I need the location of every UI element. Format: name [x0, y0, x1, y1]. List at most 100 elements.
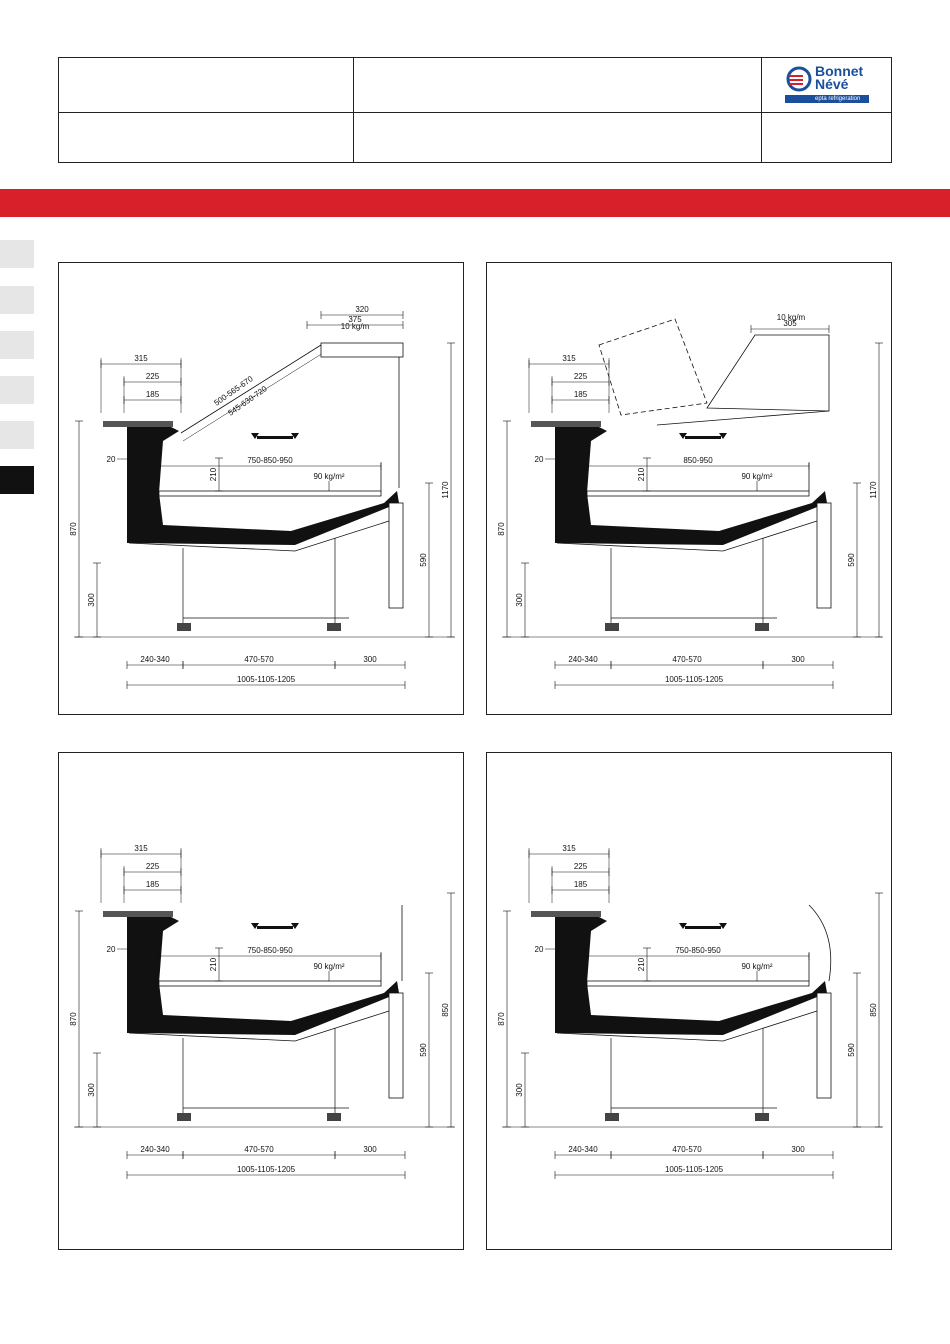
logo-text-line2: Névé: [815, 76, 849, 92]
top-305-label: 305: [783, 319, 797, 328]
open-glass-dashed: [598, 318, 708, 416]
offset-20-label: 20: [107, 945, 116, 954]
display-shelf: [158, 980, 382, 987]
front-counter: [103, 421, 173, 427]
base-outline: [556, 1010, 818, 1042]
base-470-570-label: 470-570: [244, 655, 274, 664]
width-185-label: 185: [146, 390, 160, 399]
header-table: [58, 57, 892, 163]
height-210-label: 210: [209, 957, 218, 971]
logo-tagline-bar: [785, 95, 869, 103]
width-185-label: 185: [574, 390, 588, 399]
height-total-label: 1170: [869, 481, 878, 499]
width-315-label: 315: [562, 354, 576, 363]
height-300-label: 300: [515, 593, 524, 607]
foot: [755, 623, 769, 631]
depth-label: 850-950: [683, 456, 713, 465]
foot: [327, 1113, 341, 1121]
base-outline: [128, 520, 390, 552]
height-total-label: 1170: [441, 481, 450, 499]
display-shelf: [158, 490, 382, 497]
height-300-label: 300: [87, 1083, 96, 1097]
width-225-label: 225: [146, 372, 160, 381]
width-185-label: 185: [146, 880, 160, 889]
shelf-load-label: 90 kg/m²: [313, 472, 344, 481]
base-470-570-label: 470-570: [244, 1145, 274, 1154]
base-300-label: 300: [791, 655, 805, 664]
foot: [327, 623, 341, 631]
height-590-label: 590: [847, 1043, 856, 1057]
total-width-label: 1005-1105-1205: [665, 675, 724, 684]
cabinet-tub: [127, 421, 399, 545]
width-225-label: 225: [574, 372, 588, 381]
lamp-bar: [257, 436, 293, 439]
foot: [605, 623, 619, 631]
side-tab-1[interactable]: [0, 240, 34, 268]
height-870-label: 870: [69, 1012, 78, 1026]
foot: [177, 1113, 191, 1121]
width-225-label: 225: [574, 862, 588, 871]
side-tab-3[interactable]: [0, 331, 34, 359]
display-shelf: [586, 980, 810, 987]
header-divider: [59, 112, 891, 113]
height-590-label: 590: [419, 553, 428, 567]
display-shelf: [586, 490, 810, 497]
total-width-label: 1005-1105-1205: [665, 1165, 724, 1174]
top-load-label: 10 kg/m: [777, 313, 806, 322]
logo-tagline: epta refrigeration: [815, 96, 861, 102]
base-300-label: 300: [363, 655, 377, 664]
height-210-label: 210: [637, 957, 646, 971]
top-shelf: [320, 342, 404, 358]
lamp-marker: [679, 433, 727, 439]
front-counter: [531, 911, 601, 917]
shelf-load-label: 90 kg/m²: [741, 472, 772, 481]
height-870-label: 870: [497, 522, 506, 536]
base-240-340-label: 240-340: [140, 1145, 170, 1154]
rear-column: [816, 502, 832, 609]
height-300-label: 300: [87, 593, 96, 607]
offset-20-label: 20: [535, 945, 544, 954]
total-width-label: 1005-1105-1205: [237, 1165, 296, 1174]
foot: [177, 623, 191, 631]
closed-glass: [656, 410, 830, 426]
depth-label: 750-850-950: [247, 946, 293, 955]
side-tab-4[interactable]: [0, 376, 34, 404]
width-315-label: 315: [562, 844, 576, 853]
lamp-bar: [685, 436, 721, 439]
lamp-marker: [251, 923, 299, 929]
height-590-label: 590: [419, 1043, 428, 1057]
side-tab-2[interactable]: [0, 286, 34, 314]
logo-text-line1: Bonnet: [815, 63, 864, 79]
logo-icon: [786, 66, 812, 92]
cabinet-tub: [555, 421, 827, 545]
side-tab-6-active[interactable]: [0, 466, 34, 494]
top-canopy: [706, 334, 830, 412]
top-load-label: 10 kg/m: [341, 322, 370, 331]
height-590-label: 590: [847, 553, 856, 567]
offset-20-label: 20: [107, 455, 116, 464]
side-tab-5[interactable]: [0, 421, 34, 449]
width-185-label: 185: [574, 880, 588, 889]
front-counter: [103, 911, 173, 917]
depth-label: 750-850-950: [247, 456, 293, 465]
height-870-label: 870: [69, 522, 78, 536]
base-470-570-label: 470-570: [672, 1145, 702, 1154]
depth-label: 750-850-950: [675, 946, 721, 955]
height-210-label: 210: [209, 467, 218, 481]
base-240-340-label: 240-340: [568, 655, 598, 664]
lamp-marker: [679, 923, 727, 929]
lamp-marker: [251, 433, 299, 439]
rear-column: [816, 992, 832, 1099]
foot: [605, 1113, 619, 1121]
top-320-label: 320: [355, 305, 369, 314]
brand-logo: Bonnet Névé epta refrigeration: [783, 62, 869, 104]
base-outline: [128, 1010, 390, 1042]
base-outline: [556, 520, 818, 552]
section-red-bar: [0, 189, 950, 217]
